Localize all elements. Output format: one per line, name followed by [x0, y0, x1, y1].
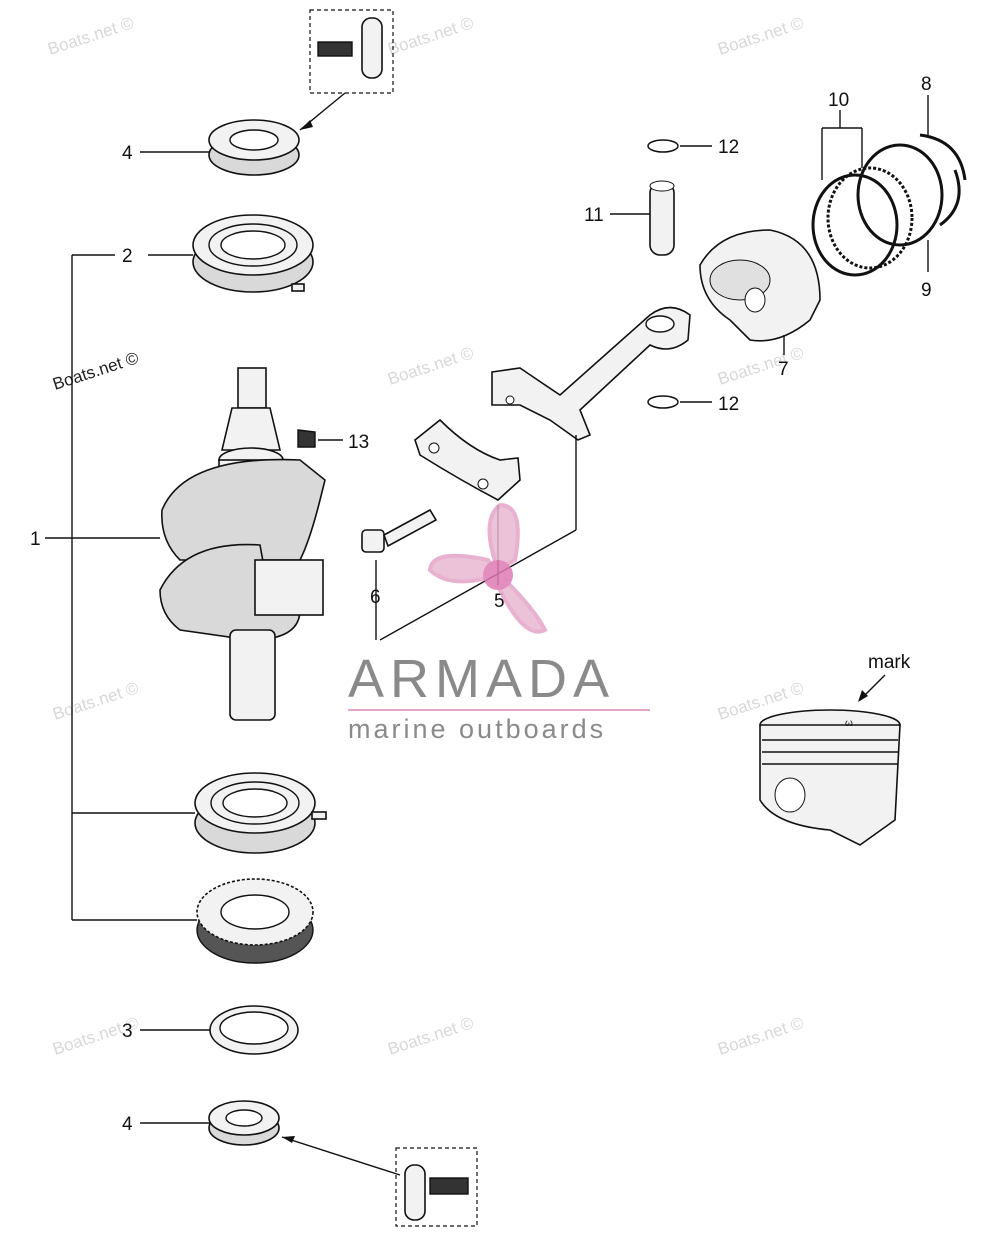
crankshaft	[159, 367, 326, 721]
crank-gear	[196, 878, 314, 964]
watermark: Boats.net ©	[715, 1013, 806, 1059]
leader-bracket-left	[45, 151, 343, 1124]
bearing-bottom	[194, 772, 327, 854]
callout-4-top: 4	[122, 143, 133, 164]
connecting-rod	[491, 306, 691, 441]
seal-detail-top	[299, 9, 394, 131]
watermarks: Boats.net © Boats.net © Boats.net © Boat…	[45, 13, 806, 1059]
pin-clip-bottom	[647, 395, 712, 409]
callout-1: 1	[30, 529, 41, 550]
piston-rings	[811, 95, 967, 277]
watermark: Boats.net ©	[45, 13, 136, 59]
brand-name: ARMADA	[348, 649, 615, 709]
propeller-icon	[427, 502, 548, 634]
callout-10: 10	[828, 90, 849, 111]
piston-pin	[610, 180, 675, 256]
callout-13: 13	[348, 432, 369, 453]
callout-8: 8	[921, 74, 932, 95]
callout-4-bottom: 4	[122, 1114, 133, 1135]
watermark: Boats.net ©	[715, 13, 806, 59]
callout-2: 2	[122, 246, 133, 267]
callout-12-top: 12	[718, 137, 739, 158]
mark-symbol: ω	[845, 718, 853, 729]
callout-11: 11	[584, 205, 604, 226]
thrust-washer	[209, 1005, 299, 1055]
piston	[699, 229, 821, 355]
armada-logo: ARMADA marine outboards	[348, 502, 650, 744]
brand-tagline: marine outboards	[348, 714, 606, 744]
rod-bolt	[361, 508, 438, 553]
watermark: Boats.net ©	[385, 343, 476, 389]
callout-9: 9	[921, 280, 932, 301]
oil-seal-top	[208, 119, 300, 176]
callout-3: 3	[122, 1021, 133, 1042]
rod-cap	[414, 418, 521, 501]
callout-labels: 1 2 3 4 4 5 6 7 8 9 10 11 12 12 13 mark	[30, 74, 932, 1135]
watermark: Boats.net ©	[715, 343, 806, 389]
callout-6: 6	[370, 587, 381, 608]
watermark: Boats.net ©	[385, 1013, 476, 1059]
mark-label: mark	[868, 652, 911, 673]
callout-12-bottom: 12	[718, 394, 739, 415]
pin-clip-top	[647, 139, 712, 153]
callout-7: 7	[778, 359, 789, 380]
seal-detail-bottom	[395, 1147, 478, 1227]
watermark: Boats.net ©	[385, 13, 476, 59]
watermark: Boats.net ©	[50, 348, 141, 394]
callout-5: 5	[494, 591, 505, 612]
bearing-top	[192, 214, 314, 293]
watermark: Boats.net ©	[50, 678, 141, 724]
piston-mark-view: ω	[759, 674, 901, 846]
oil-seal-bottom	[208, 1100, 401, 1176]
